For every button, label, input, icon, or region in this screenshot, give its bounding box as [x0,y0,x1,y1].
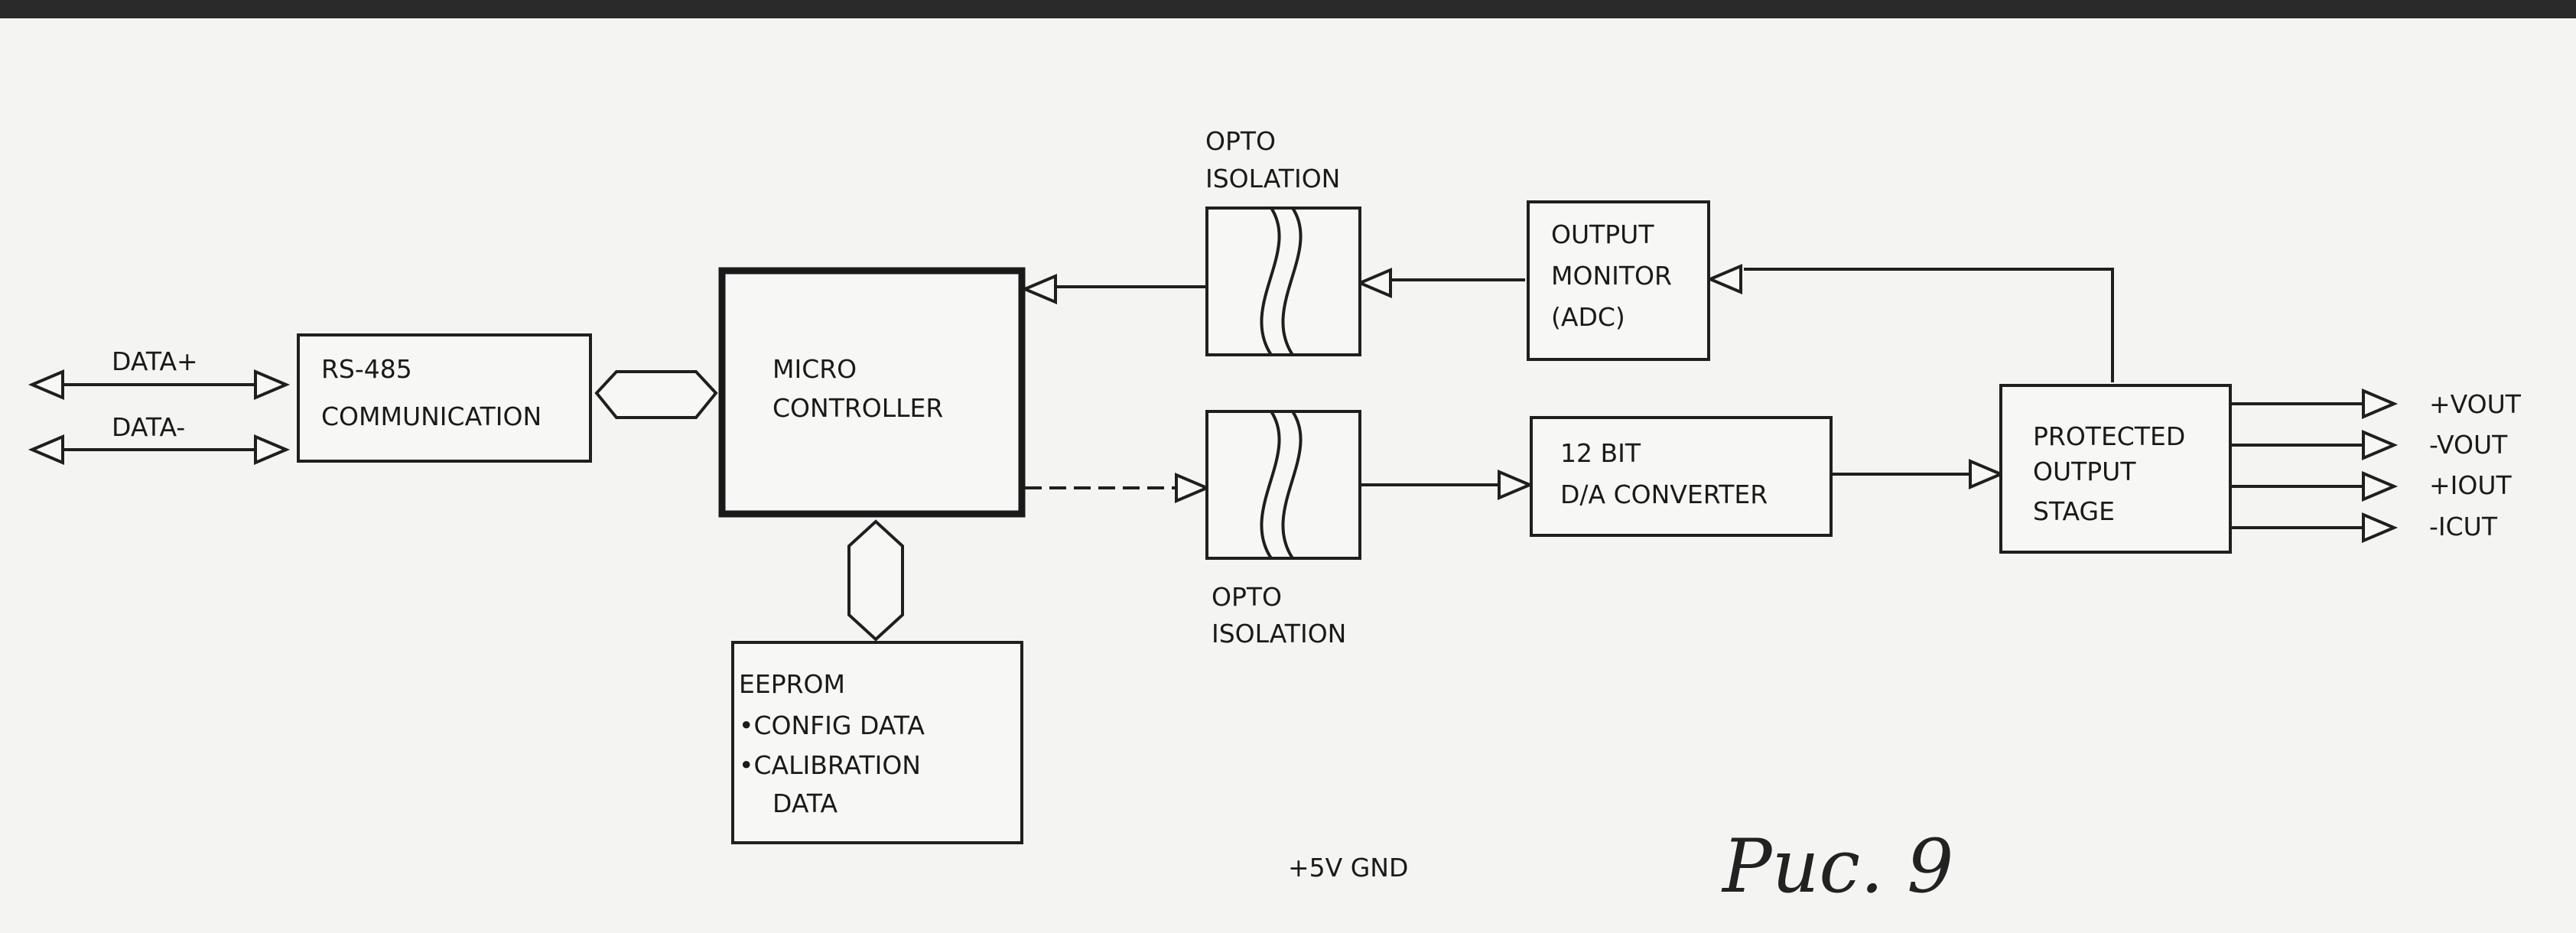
arrow-into-stage [1969,458,2005,490]
data-plus-right-arrow [254,369,291,401]
dac-label-line2: D/A CONVERTER [1560,480,1768,509]
arrow-into-dac [1498,469,1534,501]
output-label-vout-minus: -VOUT [2429,430,2508,460]
stage-label-line2: OUTPUT [2033,457,2136,486]
monitor-label-line3: (ADC) [1551,302,1625,332]
eeprom-label-line1: EEPROM [739,669,845,699]
power-label: +5V GND [1288,853,1408,883]
out-arrow-vout-plus [2362,388,2399,420]
monitor-label-line1: OUTPUT [1551,219,1654,249]
out-arrow-vout-minus [2362,429,2399,461]
eeprom-label-line2: •CONFIG DATA [739,710,925,740]
rs485-block [297,333,592,463]
eeprom-block [731,641,1023,844]
opto-isolator-top [1205,206,1361,356]
arrow-into-monitor [1706,263,1742,295]
output-monitor-block [1527,200,1710,361]
bus-connector-micro-eeprom [847,519,904,642]
out-arrow-iout-plus [2362,470,2399,502]
data-plus-left-arrow [28,369,64,401]
stage-label-line3: STAGE [2033,496,2115,526]
out-arrow-iout-minus [2362,512,2399,544]
scan-top-edge [0,0,2576,18]
dac-block [1530,416,1833,537]
dac-label-line1: 12 BIT [1560,438,1641,468]
stage-to-monitor-feedback-line [1744,268,2114,382]
micro-label-line2: CONTROLLER [772,393,943,423]
arrow-into-micro [1020,273,1057,305]
output-label-iout-plus: +IOUT [2429,470,2513,500]
output-label-iout-minus: -ICUT [2429,512,2498,541]
rs485-label-line1: RS-485 [321,354,412,384]
arrow-into-opto-bottom [1175,472,1212,504]
protected-output-stage-block [1999,384,2232,554]
output-label-vout-plus: +VOUT [2429,389,2522,419]
opto-bottom-label-line2: ISOLATION [1212,619,1346,649]
arrow-into-opto-top [1355,267,1392,299]
input-label-data-minus: DATA- [112,412,185,442]
monitor-label-line2: MONITOR [1551,261,1672,291]
opto-bottom-label-line1: OPTO [1212,582,1282,612]
bus-connector-rs485-micro [594,370,718,419]
data-minus-right-arrow [254,434,291,466]
eeprom-label-line4: DATA [772,788,838,818]
stage-label-line1: PROTECTED [2033,421,2185,451]
opto-top-label-line1: OPTO [1205,126,1276,156]
opto-isolator-bottom [1205,410,1361,560]
eeprom-label-line3: •CALIBRATION [739,750,921,780]
opto-top-label-line2: ISOLATION [1205,164,1340,193]
input-label-data-plus: DATA+ [112,346,198,376]
rs485-label-line2: COMMUNICATION [321,401,542,431]
figure-caption: Puc. 9 [1721,824,1953,909]
microcontroller-block [718,267,1026,518]
data-minus-left-arrow [28,434,64,466]
micro-label-line1: MICRO [772,354,857,384]
